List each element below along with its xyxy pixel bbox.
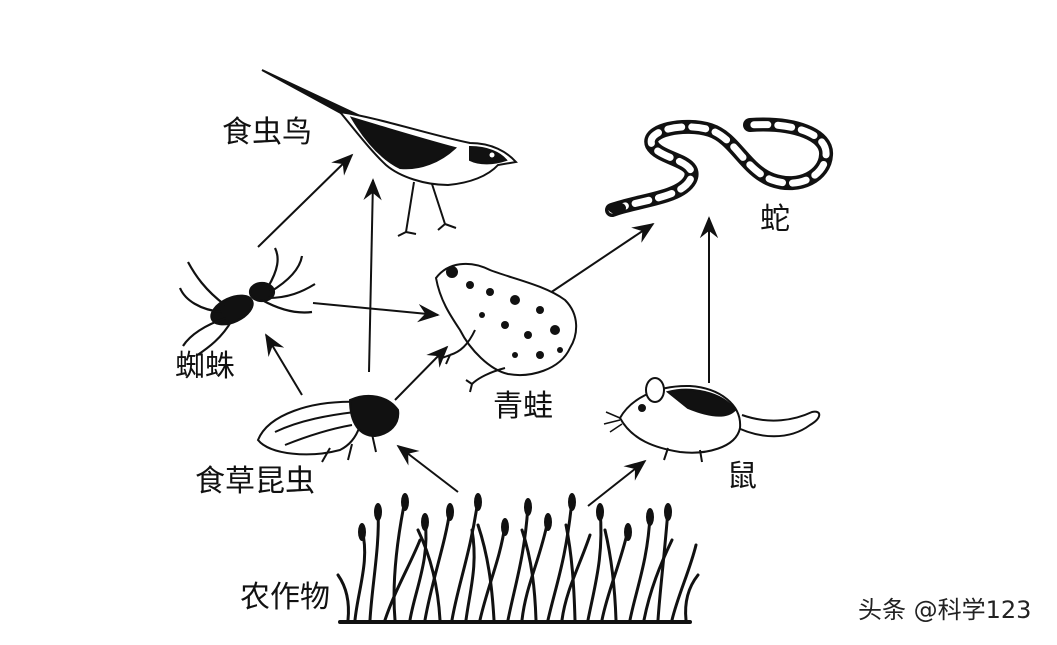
label-mouse: 鼠 (727, 459, 757, 494)
crop-grain-heads (358, 493, 672, 541)
bird-icon (261, 69, 518, 237)
arrow-insect-to-frog (394, 345, 449, 401)
label-herbivorous-insect: 食草昆虫 (195, 464, 315, 499)
arrow-insect-to-spider (265, 333, 303, 396)
watermark: 头条 @科学123 (858, 596, 1032, 624)
label-frog: 青蛙 (493, 389, 553, 424)
arrow-spider-to-bird (257, 153, 354, 248)
label-insectivorous-bird: 食虫鸟 (222, 115, 312, 150)
label-snake: 蛇 (760, 202, 790, 237)
arrow-crops-to-insect (396, 444, 459, 493)
arrow-spider-to-frog (312, 302, 440, 323)
mouse-icon (603, 377, 821, 463)
arrow-insect-to-bird (363, 178, 382, 373)
insect-icon (256, 394, 400, 463)
arrow-crops-to-mouse (587, 459, 647, 507)
frog-icon (434, 262, 578, 393)
label-spider: 蜘蛛 (175, 349, 235, 384)
arrow-frog-to-snake (549, 222, 655, 294)
spider-icon (178, 247, 316, 357)
label-crops: 农作物 (240, 580, 330, 615)
crops-icon (336, 498, 700, 624)
snake-icon (605, 117, 833, 217)
